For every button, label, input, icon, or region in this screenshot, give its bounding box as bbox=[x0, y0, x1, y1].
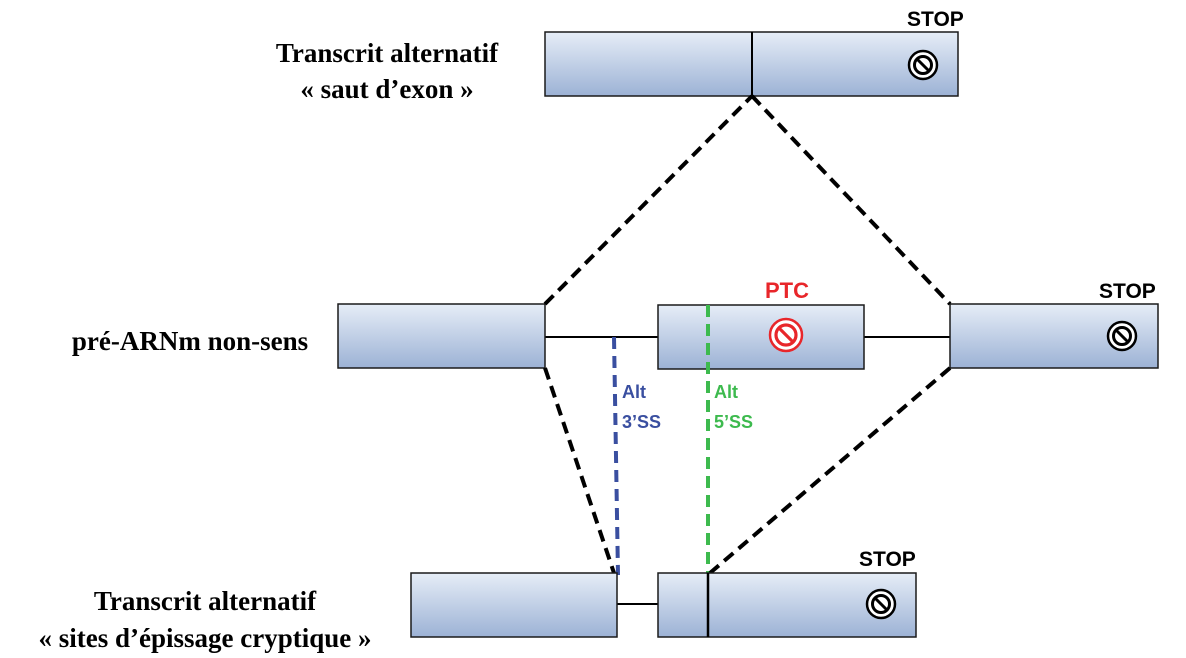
top-stop-label: STOP bbox=[907, 8, 964, 31]
top-stop-icon bbox=[907, 49, 939, 81]
connector-bottom-left bbox=[543, 367, 616, 574]
alt3ss-label-line1: Alt bbox=[622, 382, 646, 402]
right-stop-icon bbox=[1106, 320, 1138, 352]
ptc-icon bbox=[768, 317, 804, 353]
premrna-exon-1 bbox=[337, 303, 546, 369]
connector-top-left bbox=[543, 94, 754, 306]
alt3ss-dashed-line bbox=[612, 336, 620, 576]
connector-top-right bbox=[750, 94, 952, 306]
premrna-label: pré-ARNm non-sens bbox=[72, 326, 308, 356]
alt5ss-label-line1: Alt bbox=[714, 382, 738, 402]
top-transcript-label-line2: « saut d’exon » bbox=[300, 74, 473, 104]
bottom-transcript-label-line2: « sites d’épissage cryptique » bbox=[39, 623, 372, 653]
bottom-transcript-label-line1: Transcrit alternatif bbox=[94, 586, 317, 616]
alt5ss-label-line2: 5’SS bbox=[714, 412, 753, 432]
right-stop-label: STOP bbox=[1099, 280, 1156, 303]
premrna-exon-2 bbox=[657, 304, 865, 370]
alt3ss-label-line2: 3’SS bbox=[622, 412, 661, 432]
bottom-stop-icon bbox=[865, 588, 897, 620]
connector-bottom-right bbox=[708, 366, 952, 575]
bottom-exon-1 bbox=[410, 572, 618, 638]
bottom-stop-label: STOP bbox=[859, 548, 916, 571]
top-transcript-label-line1: Transcrit alternatif bbox=[276, 38, 499, 68]
ptc-label: PTC bbox=[765, 278, 809, 303]
